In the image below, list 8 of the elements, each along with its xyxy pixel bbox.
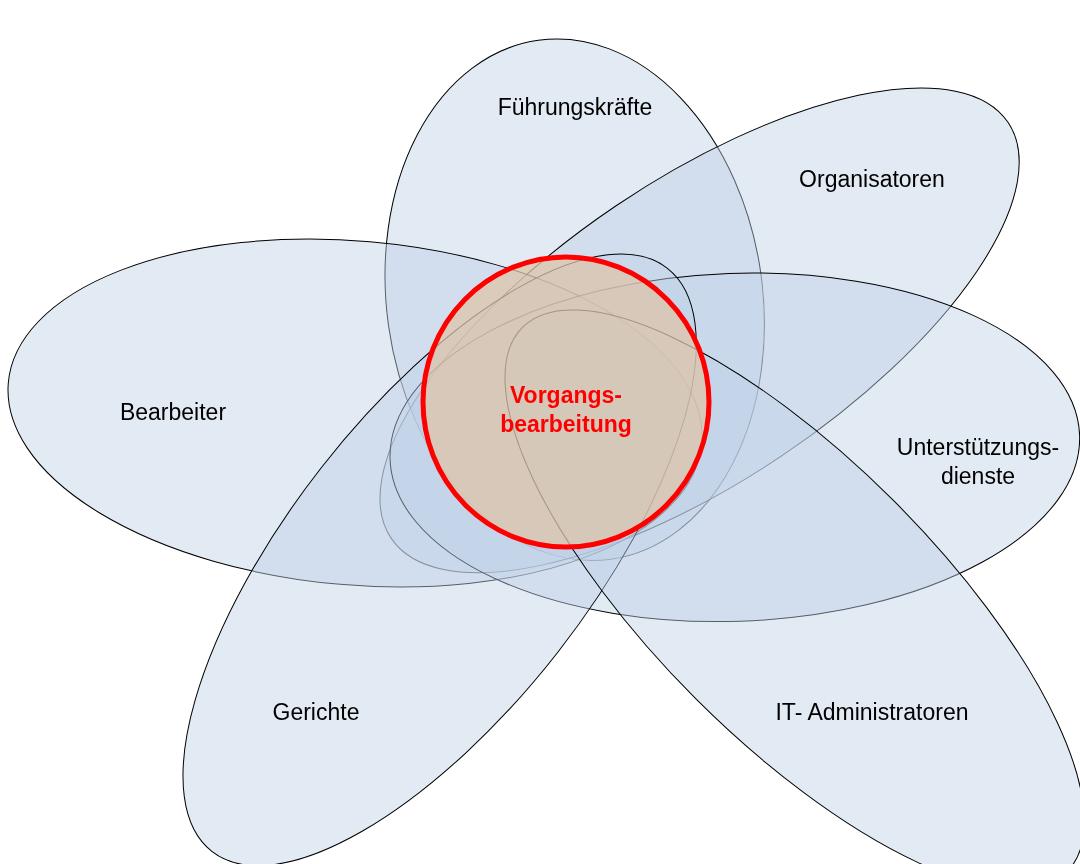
group-label: Bearbeiter (118, 398, 228, 428)
highlight-circle (423, 257, 709, 547)
group-label: IT- Administratoren (774, 698, 970, 728)
group-label: Organisatoren (798, 165, 946, 195)
group-label: Unterstützungs- dienste (895, 433, 1061, 491)
group-label: Gerichte (271, 698, 361, 728)
group-label: Führungskräfte (496, 93, 654, 123)
center-label: Vorgangs- bearbeitung (499, 381, 633, 439)
